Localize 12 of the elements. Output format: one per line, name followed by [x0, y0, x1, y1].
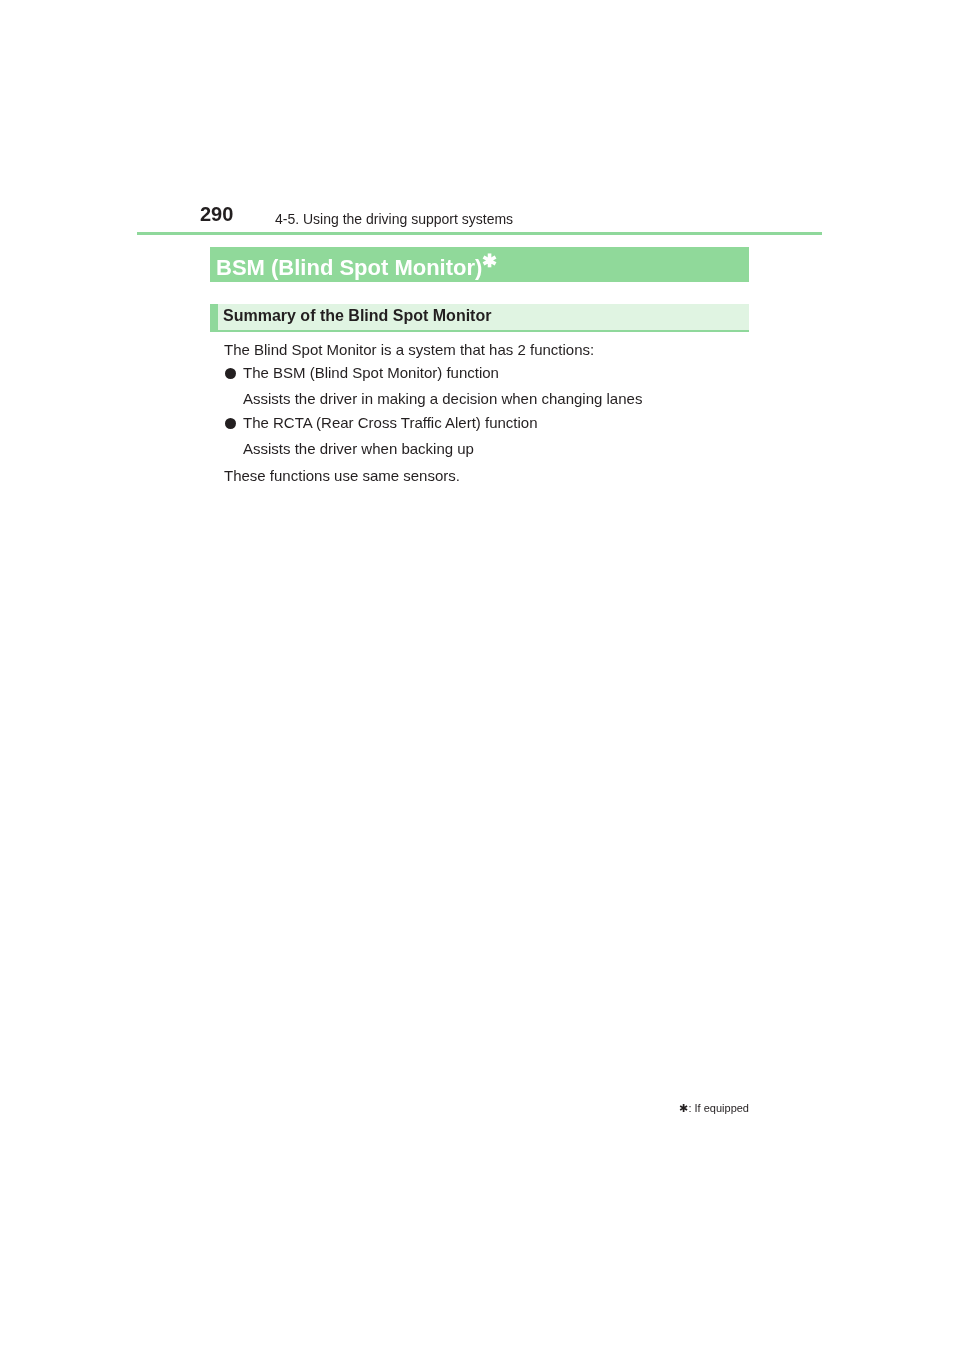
subheading-text: Summary of the Blind Spot Monitor — [223, 307, 492, 325]
subheading-band — [210, 304, 749, 332]
page-number: 290 — [200, 205, 234, 223]
body-text: Assists the driver in making a decision when changing lanes — [243, 390, 643, 408]
chapter-heading: 4-5. Using the driving support systems — [275, 210, 514, 228]
bullet-item: The BSM (Blind Spot Monitor) function — [243, 364, 499, 382]
body-text: These functions use same sensors. — [224, 467, 460, 485]
section-title: BSM (Blind Spot Monitor)$^{✱}$ — [216, 250, 498, 282]
bullet-item: The RCTA (Rear Cross Traffic Alert) function — [243, 414, 538, 432]
body-text: Assists the driver when backing up — [243, 440, 474, 458]
footnote: ✱: If equipped — [679, 1101, 749, 1116]
body-text: The Blind Spot Monitor is a system that has 2 functions: — [224, 341, 595, 359]
